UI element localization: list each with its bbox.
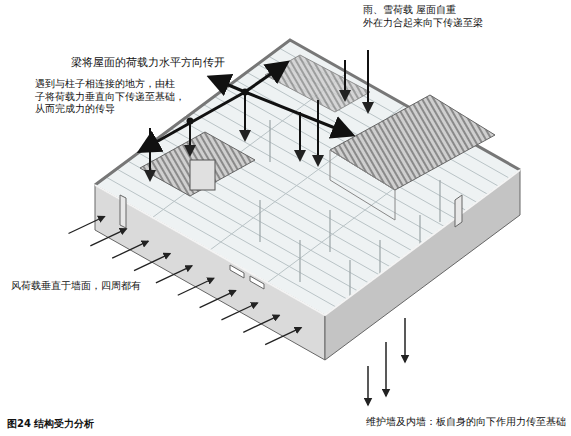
annotation: 雨、雪荷载 屋面自重 外在力合起来向下传递至梁 [362,4,492,29]
annotation: 风荷载垂直于墙面，四周都有 [10,280,142,293]
stroke [112,241,148,258]
stroke [269,120,270,162]
stroke [329,210,330,252]
stroke [178,278,214,295]
stroke [134,254,170,271]
stroke [299,240,300,282]
annotation: 梁将屋面的荷载力水平方向传开 [70,56,226,70]
stroke [265,328,301,345]
figure-caption: 图24 结构受力分析 [6,418,95,431]
annotation: 维护墙及内墙：板自身的向下作用力传至基础 [365,416,567,429]
stroke [243,315,279,332]
stroke [69,217,105,234]
annotation: 遇到与柱子相连接的地方，由柱 子将荷载力垂直向下传递至基础， 从而完成力的传导 [34,78,186,116]
stroke [200,291,236,308]
stroke [439,180,440,222]
stroke [90,229,126,246]
stroke [156,266,192,283]
stroke [259,200,260,242]
stroke [221,303,257,320]
